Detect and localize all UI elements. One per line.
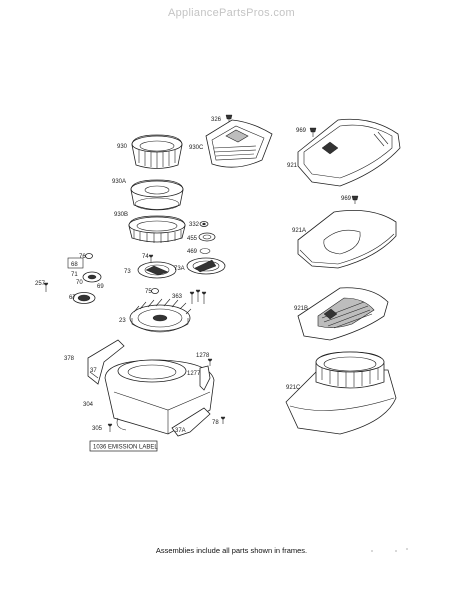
part-363-screws[interactable] [189,289,207,304]
label-921B: 921B [294,306,308,312]
part-930A-cup[interactable] [130,179,184,211]
label-326: 326 [211,117,222,123]
scan-dot [395,550,397,552]
emission-label-text: 1036 EMISSION LABEL [93,445,158,451]
part-930B-cup[interactable] [128,215,186,243]
part-70-gear[interactable] [82,271,102,283]
label-37: 37 [90,368,97,374]
part-378-baffle[interactable] [87,339,125,385]
part-74-screw[interactable] [148,254,154,262]
label-23: 23 [119,318,126,324]
part-921-cover[interactable] [297,118,401,187]
label-930B: 930B [114,212,128,218]
part-969-screw-mid[interactable] [351,195,359,204]
part-304-housing[interactable] [104,359,215,435]
label-257: 257 [35,281,46,287]
label-37A: 37A [175,428,186,434]
label-969-mid: 969 [341,196,352,202]
label-930: 930 [117,144,128,150]
label-71: 71 [71,272,78,278]
part-68-frame [67,257,84,269]
part-73-pulley[interactable] [137,261,177,279]
part-75-nut[interactable] [151,288,159,294]
part-921B-cover[interactable] [297,287,389,341]
label-78: 78 [212,420,219,426]
part-469-ring[interactable] [199,248,211,254]
part-78-screw[interactable] [220,416,226,424]
part-37A-baffle[interactable] [171,407,211,437]
label-75: 75 [145,289,152,295]
label-969-top: 969 [296,128,307,134]
label-76-top: 76 [79,254,86,260]
label-930C: 930C [189,145,204,151]
part-76-nut[interactable] [85,253,93,259]
label-921A: 921A [292,228,306,234]
label-1278: 1278 [196,353,210,359]
label-921C: 921C [286,385,301,391]
label-70: 70 [76,280,83,286]
label-74: 74 [142,254,149,260]
label-305: 305 [92,426,103,432]
label-304: 304 [83,402,94,408]
label-67: 67 [69,295,76,301]
label-363: 363 [172,294,183,300]
part-73A-pulley[interactable] [186,257,226,275]
part-930-cup[interactable] [131,134,183,169]
part-455-washer[interactable] [198,232,216,242]
part-67-clutch[interactable] [72,292,96,304]
part-257-bolt[interactable] [43,282,49,292]
scan-dot [371,550,373,552]
scan-dot [406,548,408,550]
part-1277-bracket[interactable] [199,365,211,391]
emission-label-frame [89,440,158,452]
label-1277: 1277 [187,371,201,377]
part-1278-screw[interactable] [207,358,213,366]
label-455: 455 [187,236,198,242]
label-378: 378 [64,356,75,362]
label-69: 69 [97,284,104,290]
label-68: 68 [71,262,78,268]
part-930C-guard[interactable] [205,119,273,168]
part-332-nut[interactable] [199,221,209,227]
label-921: 921 [287,163,298,169]
label-73A: 73A [174,266,185,272]
label-930A: 930A [112,179,126,185]
footer-note: Assemblies include all parts shown in fr… [155,546,308,555]
part-23-flywheel[interactable] [129,298,192,333]
part-305-screw[interactable] [107,423,113,432]
label-73: 73 [124,269,131,275]
site-watermark: AppliancePartsPros.com [167,7,296,19]
label-332: 332 [189,222,200,228]
part-921C-cover[interactable] [285,351,397,435]
label-469: 469 [187,249,198,255]
part-969-screw-top[interactable] [309,127,317,137]
part-921A-cover[interactable] [297,210,397,269]
